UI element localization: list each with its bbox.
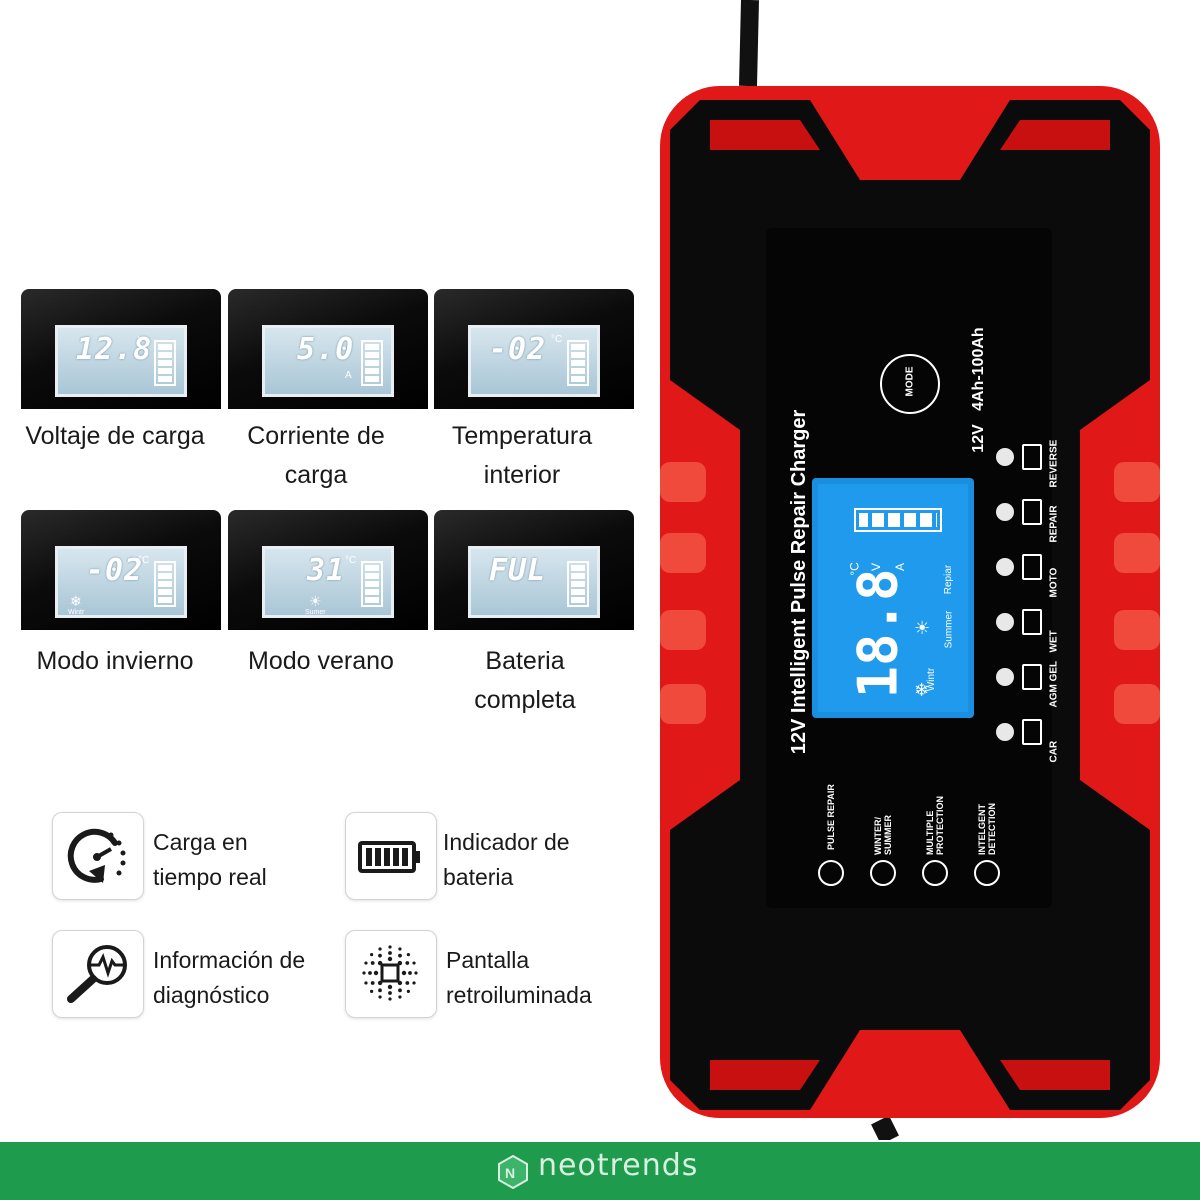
mode-button[interactable]: MODE	[880, 354, 940, 414]
lcd-unit: A	[345, 370, 352, 381]
mode-icon	[1022, 444, 1042, 470]
mode-label: REVERSE	[1048, 439, 1060, 488]
lcd-value: 12.8	[76, 332, 153, 367]
battery-level-icon	[154, 340, 176, 386]
svg-text:N: N	[505, 1165, 515, 1181]
lcd-unit-c: °C	[847, 562, 862, 576]
battery-charger-device: 12V Intelligent Pulse Repair Charger 12V…	[640, 0, 1180, 1145]
lcd-value: 31	[307, 553, 346, 588]
charger-feature-icon	[818, 860, 844, 886]
charger-feature-label: MULTIPLE PROTECTION	[925, 795, 945, 855]
lcd-tile-current: 5.0 A	[228, 289, 428, 409]
lcd-screen: -02 °C ❄ Wintr	[55, 546, 187, 618]
lcd-unit-v: V	[869, 562, 884, 572]
battery-level-icon	[567, 340, 589, 386]
lcd-screen: 12.8 v	[55, 325, 187, 397]
mode-led	[996, 503, 1014, 521]
mode-label: REPAIR	[1048, 505, 1060, 543]
snowflake-icon: ❄	[70, 593, 82, 609]
lcd-unit: °C	[345, 555, 357, 566]
footer-bar: N neotrends	[0, 1142, 1200, 1200]
battery-level-icon	[154, 561, 176, 607]
lcd-tile-full: FUL	[434, 510, 634, 630]
lcd-screen: FUL	[468, 546, 600, 618]
mode-icon	[1022, 664, 1042, 690]
mode-text: Wintr	[68, 609, 85, 616]
lcd-tile-temperature: -02 °C	[434, 289, 634, 409]
charger-title: 12V Intelligent Pulse Repair Charger	[788, 409, 810, 755]
lcd-value: 5.0	[297, 332, 355, 367]
battery-icon	[345, 812, 437, 900]
lcd-value: -02	[489, 332, 547, 367]
charger-feature-label: PULSE REPAIR	[826, 784, 836, 850]
lcd-digits: 18.8	[846, 568, 910, 699]
battery-level-icon	[854, 508, 942, 532]
charger-feature-icon	[922, 860, 948, 886]
lcd-unit-a: A	[893, 562, 908, 572]
lcd-unit: °C	[138, 555, 150, 566]
mode-icon	[1022, 719, 1042, 745]
mode-icon	[1022, 554, 1042, 580]
magnifier-pulse-icon	[52, 930, 144, 1018]
mode-label: AGM GEL	[1048, 660, 1060, 708]
battery-level-icon	[361, 340, 383, 386]
lcd-mode-repair: Repiar	[943, 564, 955, 595]
mode-label: CAR	[1048, 740, 1060, 763]
lcd-mode-summer: Summer	[943, 610, 955, 649]
charger-lcd: 18.8 °C V A ❄ ☀ Wintr Summer Repiar	[818, 484, 968, 712]
charger-feature-icon	[974, 860, 1000, 886]
lcd-value: FUL	[489, 553, 547, 588]
charger-spec: 12V 4Ah-100Ah	[970, 327, 987, 453]
lcd-tile-winter: -02 °C ❄ Wintr	[21, 510, 221, 630]
mode-led	[996, 668, 1014, 686]
mode-led	[996, 723, 1014, 741]
battery-level-icon	[567, 561, 589, 607]
battery-level-icon	[361, 561, 383, 607]
mode-led	[996, 448, 1014, 466]
tile-label-summer: Modo verano	[248, 647, 394, 675]
mode-icon	[1022, 499, 1042, 525]
mode-text: Sumer	[305, 609, 326, 616]
lcd-screen: 31 °C ☀ Sumer	[262, 546, 394, 618]
tile-label-winter: Modo invierno	[36, 647, 194, 675]
charger-feature-label: INTELGENT DETECTION	[977, 802, 997, 855]
brand-name: neotrends	[538, 1148, 699, 1183]
lcd-screen: 5.0 A	[262, 325, 394, 397]
charger-feature-icon	[870, 860, 896, 886]
mode-icon	[1022, 609, 1042, 635]
sun-icon: ☀	[914, 618, 931, 638]
lcd-unit: °C	[551, 334, 563, 345]
mode-led	[996, 558, 1014, 576]
charger-feature-label: WINTER/ SUMMER	[873, 815, 893, 855]
lcd-tile-summer: 31 °C ☀ Sumer	[228, 510, 428, 630]
backlight-icon	[345, 930, 437, 1018]
lcd-value: -02	[86, 553, 144, 588]
lcd-mode-winter: Wintr	[926, 667, 938, 692]
sun-icon: ☀	[309, 593, 322, 609]
lcd-screen: -02 °C	[468, 325, 600, 397]
mode-label: WET	[1048, 630, 1060, 653]
lcd-tile-voltage: 12.8 v	[21, 289, 221, 409]
mode-button-label: MODE	[904, 366, 916, 397]
neotrends-logo-icon: N	[498, 1155, 528, 1189]
snowflake-icon: ❄	[914, 680, 930, 700]
lcd-unit: v	[138, 334, 143, 345]
gauge-refresh-icon	[52, 812, 144, 900]
mode-label: MOTO	[1048, 567, 1060, 598]
mode-led	[996, 613, 1014, 631]
tile-label-voltage: Voltaje de carga	[25, 422, 205, 450]
